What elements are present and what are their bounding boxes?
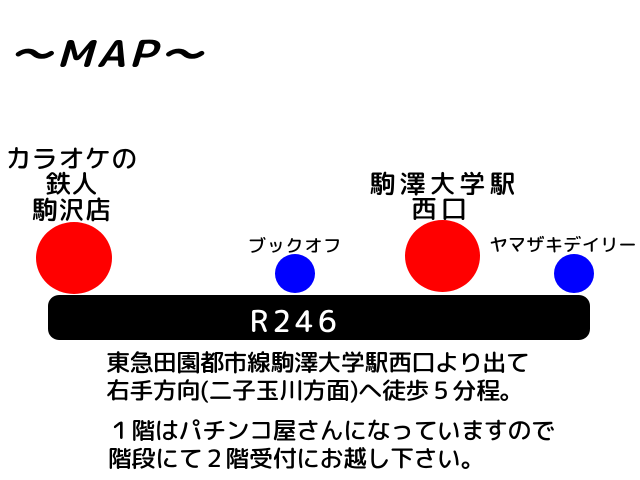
karaoke-marker-red-circle	[35, 222, 112, 294]
station-marker-red-circle	[405, 220, 480, 293]
station-label-line2: 西口	[410, 191, 471, 228]
directions-para2-line2: 階段にて２階受付にお越し下さい。	[108, 440, 484, 475]
yamazaki-marker-blue-circle	[554, 253, 594, 293]
directions-paragraph-1: 東急田園都市線駒澤大学駅西口より出て 右手方向(二子玉川方面)へ徒歩５分程。	[106, 345, 530, 407]
directions-para2-line1: １階はパチンコ屋さんになっていますので	[108, 413, 555, 447]
karaoke-label-line1: カラオケの	[5, 141, 138, 177]
bookoff-marker-blue-circle	[274, 254, 315, 293]
bookoff-label: ブックオフ	[248, 232, 342, 258]
station-label: 駒澤大学駅 西口	[365, 166, 525, 228]
karaoke-label-line3: 駒沢店	[31, 191, 112, 228]
directions-para1-line2: 右手方向(二子玉川方面)へ徒歩５分程。	[106, 372, 523, 407]
karaoke-label-line2: 鉄人	[44, 166, 98, 203]
yamazaki-daily-label: ヤマザキデイリー	[489, 231, 638, 257]
road-r246-bar	[47, 295, 590, 340]
map-title: ～MAP～	[9, 27, 207, 79]
station-label-line1: 駒澤大学駅	[369, 166, 520, 202]
karaoke-tetsujin-label: カラオケの 鉄人 駒沢店	[0, 141, 143, 228]
road-r246-label: R246	[249, 299, 341, 342]
directions-paragraph-2: １階はパチンコ屋さんになっていますので 階段にて２階受付にお越し下さい。	[108, 413, 555, 475]
directions-para1-line1: 東急田園都市線駒澤大学駅西口より出て	[106, 345, 530, 379]
